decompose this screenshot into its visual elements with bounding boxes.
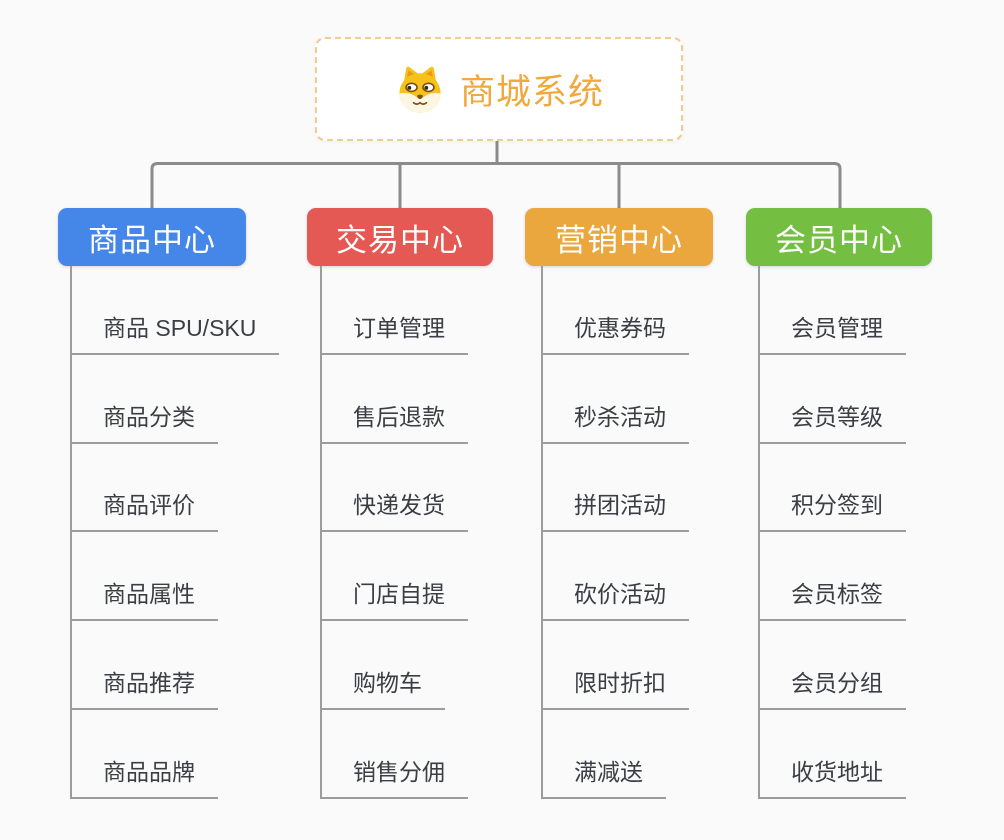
branch-node-member-center[interactable]: 会员中心 (746, 208, 932, 266)
subtopic-label[interactable]: 限时折扣 (543, 664, 689, 711)
subtopic[interactable]: 商品推荐 (72, 621, 307, 711)
subtopic[interactable]: 会员标签 (760, 532, 995, 622)
subtopic-label[interactable]: 商品分类 (72, 398, 218, 444)
subtopic-label[interactable]: 会员管理 (760, 309, 906, 355)
subtopic[interactable]: 满减送 (543, 710, 778, 799)
subtopic[interactable]: 秒杀活动 (543, 355, 778, 444)
subtopic[interactable]: 快递发货 (322, 444, 557, 533)
root-topic[interactable]: 商城系统 (315, 37, 683, 141)
root-topic-title: 商城系统 (459, 72, 604, 112)
branch-label: 交易中心 (336, 222, 464, 258)
subtopic[interactable]: 订单管理 (322, 266, 557, 355)
subtopic-label[interactable]: 会员标签 (760, 575, 906, 622)
subtopic[interactable]: 优惠券码 (543, 266, 778, 355)
subtopic[interactable]: 商品品牌 (72, 710, 307, 799)
subtopic-label[interactable]: 售后退款 (322, 398, 468, 444)
subtopic[interactable]: 收货地址 (760, 710, 995, 799)
branch-column-trade-center: 订单管理 售后退款 快递发货 门店自提 购物车 销售分佣 (320, 266, 557, 799)
subtopic[interactable]: 会员等级 (760, 355, 995, 444)
branch-column-member-center: 会员管理 会员等级 积分签到 会员标签 会员分组 收货地址 (758, 266, 995, 799)
subtopic[interactable]: 会员管理 (760, 266, 995, 355)
subtopic-label[interactable]: 商品推荐 (72, 664, 218, 711)
subtopic-label[interactable]: 砍价活动 (543, 575, 689, 622)
subtopic-label[interactable]: 订单管理 (322, 309, 468, 355)
subtopic[interactable]: 商品属性 (72, 532, 307, 622)
subtopic-label[interactable]: 收货地址 (760, 753, 906, 799)
connector-bus (150, 162, 842, 208)
subtopic-label[interactable]: 商品 SPU/SKU (72, 309, 280, 355)
subtopic-label[interactable]: 商品评价 (72, 486, 218, 533)
branch-node-trade-center[interactable]: 交易中心 (307, 208, 493, 266)
subtopic[interactable]: 门店自提 (322, 532, 557, 622)
subtopic-label[interactable]: 商品品牌 (72, 753, 218, 799)
subtopic[interactable]: 商品评价 (72, 444, 307, 533)
branch-label: 会员中心 (775, 222, 903, 258)
subtopic[interactable]: 购物车 (322, 621, 557, 711)
branch-label: 商品中心 (88, 222, 216, 258)
branch-node-product-center[interactable]: 商品中心 (58, 208, 246, 266)
subtopic-label[interactable]: 销售分佣 (322, 753, 468, 799)
subtopic-label[interactable]: 购物车 (322, 664, 445, 711)
subtopic-label[interactable]: 优惠券码 (543, 309, 689, 355)
subtopic-label[interactable]: 满减送 (543, 753, 666, 799)
subtopic[interactable]: 销售分佣 (322, 710, 557, 799)
subtopic-label[interactable]: 门店自提 (322, 575, 468, 622)
subtopic[interactable]: 砍价活动 (543, 532, 778, 622)
subtopic-label[interactable]: 快递发货 (322, 486, 468, 533)
subtopic[interactable]: 商品分类 (72, 355, 307, 444)
dog-icon (399, 66, 441, 113)
subtopic-label[interactable]: 会员分组 (760, 664, 906, 711)
subtopic-label[interactable]: 商品属性 (72, 575, 218, 622)
subtopic-label[interactable]: 拼团活动 (543, 486, 689, 533)
subtopic[interactable]: 限时折扣 (543, 621, 778, 711)
subtopic-label[interactable]: 会员等级 (760, 398, 906, 444)
subtopic-label[interactable]: 秒杀活动 (543, 398, 689, 444)
branch-column-marketing-center: 优惠券码 秒杀活动 拼团活动 砍价活动 限时折扣 满减送 (541, 266, 778, 799)
subtopic[interactable]: 拼团活动 (543, 444, 778, 533)
subtopic[interactable]: 售后退款 (322, 355, 557, 444)
branch-label: 营销中心 (555, 222, 683, 258)
branch-column-product-center: 商品 SPU/SKU 商品分类 商品评价 商品属性 商品推荐 商品品牌 (70, 266, 307, 799)
subtopic[interactable]: 商品 SPU/SKU (72, 266, 307, 355)
subtopic-label[interactable]: 积分签到 (760, 486, 906, 533)
subtopic[interactable]: 积分签到 (760, 444, 995, 533)
subtopic[interactable]: 会员分组 (760, 621, 995, 711)
branch-node-marketing-center[interactable]: 营销中心 (525, 208, 713, 266)
